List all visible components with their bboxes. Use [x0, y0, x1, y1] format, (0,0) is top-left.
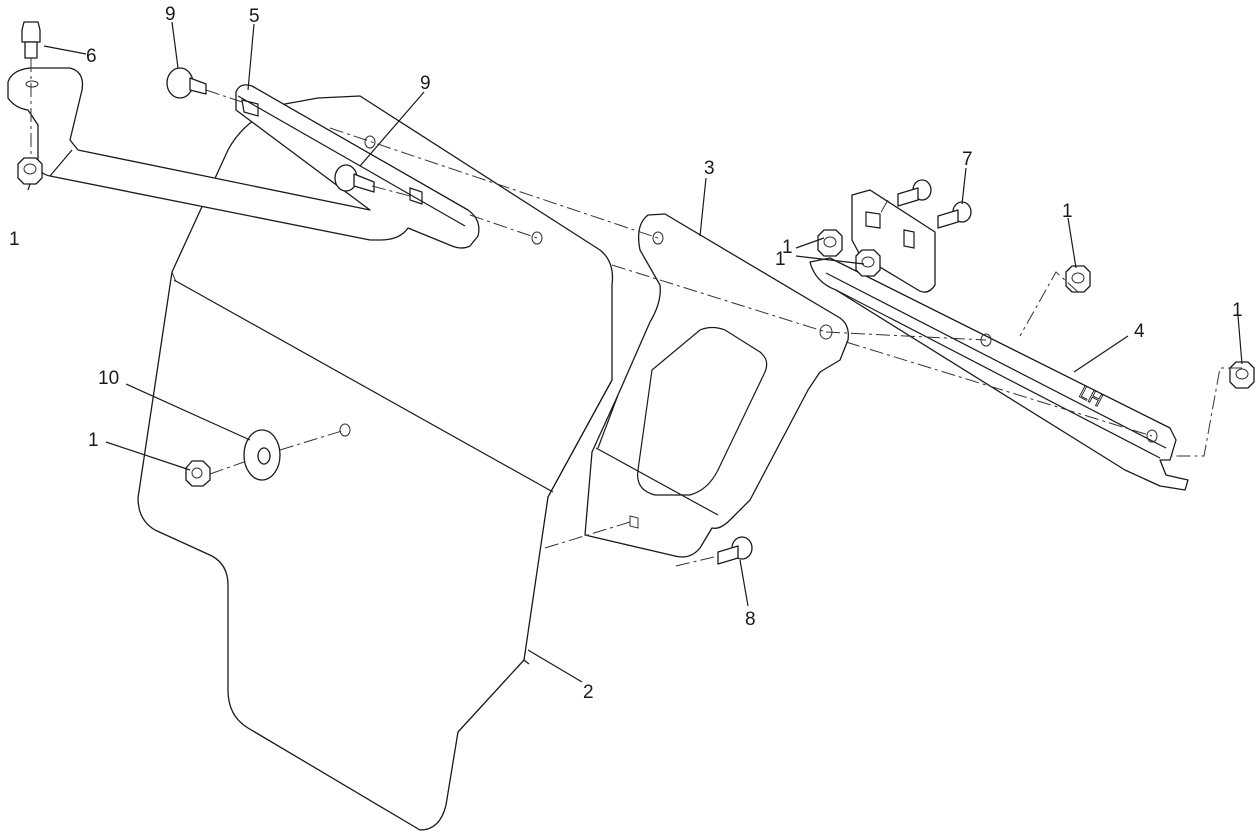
callout-1-panel: 1 [88, 430, 99, 451]
callout-10: 10 [98, 368, 119, 389]
callout-1-rail: 1 [1062, 201, 1073, 222]
washer-10-icon [243, 429, 281, 481]
support-arm [7, 67, 480, 249]
leader-lines [27, 21, 1243, 683]
callout-9-arm: 9 [420, 73, 431, 94]
bolt-6-icon [21, 21, 41, 59]
nut-1-panel-icon [185, 460, 211, 487]
callout-8: 8 [745, 609, 756, 630]
callout-1-bracket-a: 1 [782, 237, 793, 258]
callout-9-upper: 9 [165, 4, 176, 25]
callout-5: 5 [249, 6, 260, 27]
nut-1-bracket-b-icon [855, 249, 881, 277]
pin-9-upper-icon [166, 67, 207, 99]
callout-4: 4 [1134, 321, 1145, 342]
callout-1-rail-end: 1 [1232, 300, 1243, 321]
callout-1-arm: 1 [9, 229, 20, 250]
nut-1-rail-icon [1065, 265, 1091, 293]
callout-1-bracket-b: 1 [775, 249, 786, 270]
bolt-8-icon [717, 536, 753, 565]
nut-1-bracket-a-icon [817, 229, 843, 257]
callout-3: 3 [704, 158, 715, 179]
callout-6: 6 [86, 46, 97, 67]
mounting-holes [339, 135, 1158, 529]
nut-1-rail-end-icon [1229, 361, 1255, 389]
callout-2: 2 [583, 682, 594, 703]
pin-9-arm-icon [334, 164, 375, 193]
nut-1-arm-icon [17, 157, 43, 185]
callouts: 6 9 5 9 1 3 7 1 1 1 1 4 10 1 8 2 [9, 4, 1243, 703]
bolt-7-icon [897, 179, 972, 229]
assembly-centerlines [30, 58, 1242, 567]
callout-7: 7 [962, 149, 973, 170]
mounting-bracket [584, 213, 849, 558]
lh-rail: LH [809, 189, 1189, 491]
